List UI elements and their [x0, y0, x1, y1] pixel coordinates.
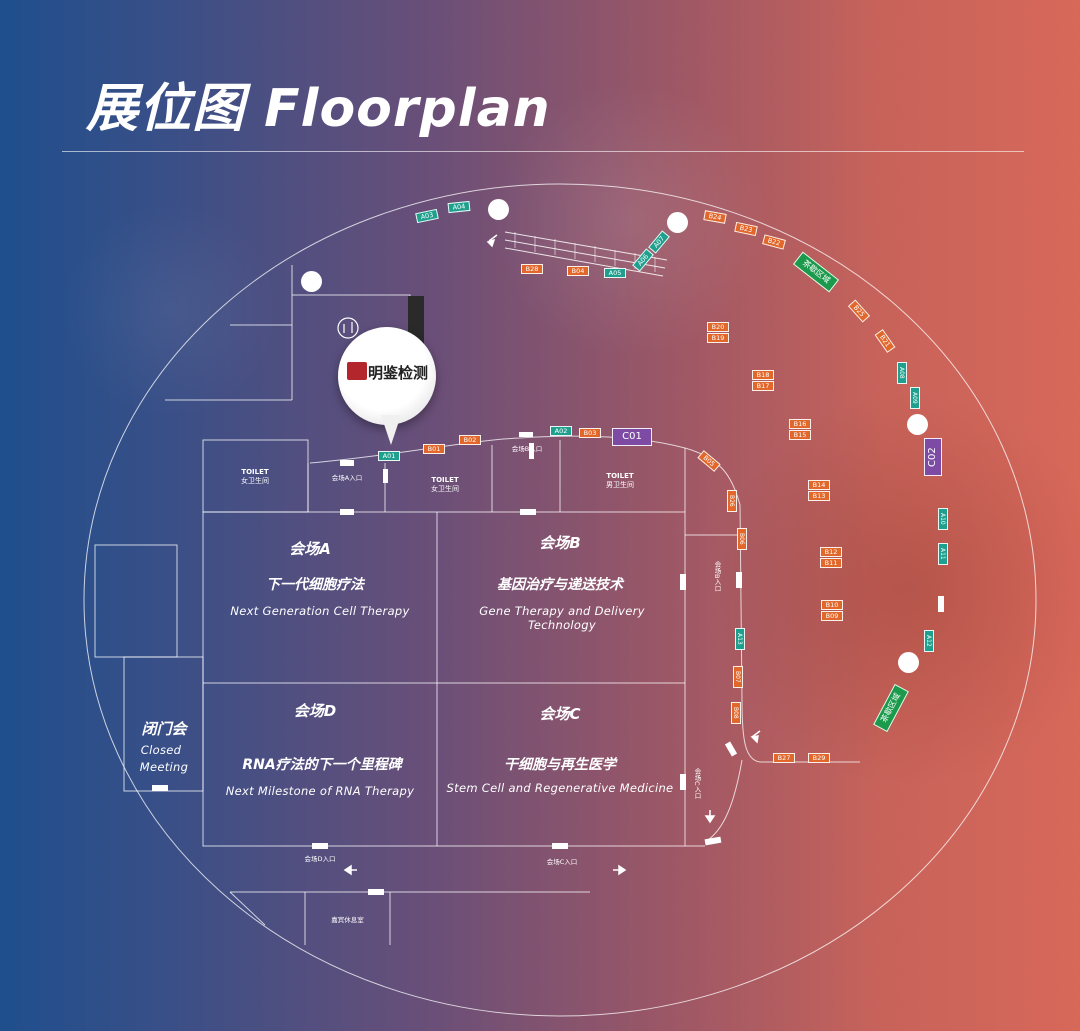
toilet-sign: TOILET 女卫生间: [415, 476, 475, 494]
booth-a10[interactable]: A10: [938, 508, 948, 530]
hall-c-topic: 干细胞与再生医学: [504, 757, 616, 773]
toilet-label: TOILET: [241, 468, 269, 476]
hall-c-name: 会场C: [539, 705, 581, 723]
door: [383, 469, 388, 483]
hall-b-topic: 基因治疗与递送技术: [497, 577, 623, 593]
door: [312, 843, 328, 849]
toilet-sign: TOILET 女卫生间: [225, 468, 285, 486]
booth-b09[interactable]: B09: [821, 611, 843, 621]
door: [368, 889, 384, 895]
column-marker: [301, 271, 322, 292]
hall-d-topic-en: Next Milestone of RNA Therapy: [225, 784, 415, 798]
booth-b10[interactable]: B10: [821, 600, 843, 610]
entrance-b-side-label: 会场B入口: [713, 561, 721, 592]
booth-b17[interactable]: B17: [752, 381, 774, 391]
toilet-type: 女卫生间: [431, 485, 459, 493]
arrow-icon: [704, 810, 716, 824]
arrow-icon: [613, 864, 627, 876]
door: [152, 785, 168, 791]
elevator-icon: [337, 317, 359, 339]
column-marker: [898, 652, 919, 673]
hall-d-name: 会场D: [293, 702, 337, 720]
door: [340, 460, 354, 466]
toilet-type: 男卫生间: [606, 481, 634, 489]
stair-block: [408, 296, 424, 344]
hall-d-topic: RNA疗法的下一个里程碑: [242, 757, 402, 773]
arrow-icon: [343, 864, 357, 876]
booth-a11[interactable]: A11: [938, 543, 948, 565]
door: [340, 509, 354, 515]
door: [552, 843, 568, 849]
inner-corridor: [704, 759, 743, 843]
column-marker: [667, 212, 688, 233]
booth-b19[interactable]: B19: [707, 333, 729, 343]
booth-b12[interactable]: B12: [820, 547, 842, 557]
booth-b11[interactable]: B11: [820, 558, 842, 568]
booth-c02[interactable]: C02: [924, 438, 942, 476]
closed-meeting-en-line2: Meeting: [139, 760, 189, 774]
hall-c-topic-en: Stem Cell and Regenerative Medicine: [446, 781, 674, 795]
booth-b07[interactable]: B07: [733, 666, 743, 688]
hall-b-topic-en: Gene Therapy and Delivery Technology: [479, 604, 645, 632]
title-divider: [62, 151, 1024, 152]
door: [520, 509, 536, 515]
column-marker: [488, 199, 509, 220]
booth-b18[interactable]: B18: [752, 370, 774, 380]
booth-a02[interactable]: A02: [550, 426, 572, 436]
booth-a01[interactable]: A01: [378, 451, 400, 461]
page-title: 展位图 Floorplan: [86, 79, 551, 139]
hall-b-name: 会场B: [539, 534, 581, 552]
booth-b03[interactable]: B03: [579, 428, 601, 438]
entrance-c-side-label: 会场C入口: [693, 768, 701, 799]
door: [736, 572, 742, 588]
booth-b27[interactable]: B27: [773, 753, 795, 763]
exhibitor-logo-icon: [347, 362, 367, 380]
entrance-c-label: 会场C入口: [546, 858, 578, 866]
booth-a05[interactable]: A05: [604, 268, 626, 278]
closed-meeting-title: 闭门会: [141, 720, 187, 738]
door: [680, 574, 686, 590]
booth-a13[interactable]: A13: [735, 628, 745, 650]
hall-a-name: 会场A: [289, 540, 331, 558]
entrance-d-label: 会场D入口: [304, 855, 336, 863]
booth-b29[interactable]: B29: [808, 753, 830, 763]
booth-b16[interactable]: B16: [789, 419, 811, 429]
booth-b26[interactable]: B26: [727, 490, 737, 512]
door: [938, 596, 944, 612]
column-marker: [907, 414, 928, 435]
toilet-label: TOILET: [431, 476, 459, 484]
closed-meeting-en-line1: Closed: [140, 743, 182, 757]
door: [680, 774, 686, 790]
toilet-label: TOILET: [606, 472, 634, 480]
booth-b06[interactable]: B06: [737, 528, 747, 550]
hall-a-topic-en: Next Generation Cell Therapy: [230, 604, 410, 618]
booth-c01[interactable]: C01: [612, 428, 652, 446]
arrow-icon: [486, 234, 498, 248]
booth-a09[interactable]: A09: [910, 387, 920, 409]
booth-a08[interactable]: A08: [897, 362, 907, 384]
arrow-icon: [750, 730, 761, 744]
door: [519, 432, 533, 437]
venue-outline: [83, 183, 1037, 1017]
booth-b28[interactable]: B28: [521, 264, 543, 274]
booth-b15[interactable]: B15: [789, 430, 811, 440]
booth-b01[interactable]: B01: [423, 444, 445, 454]
booth-b13[interactable]: B13: [808, 491, 830, 501]
exhibitor-pin-pointer: [381, 415, 401, 445]
booth-b08[interactable]: B08: [731, 702, 741, 724]
toilet-sign: TOILET 男卫生间: [590, 472, 650, 490]
entrance-a-label: 会场A入口: [331, 474, 363, 482]
vip-room-label: 嘉宾休息室: [331, 916, 364, 924]
booth-b02[interactable]: B02: [459, 435, 481, 445]
booth-b20[interactable]: B20: [707, 322, 729, 332]
toilet-type: 女卫生间: [241, 477, 269, 485]
booth-b04[interactable]: B04: [567, 266, 589, 276]
hall-a-topic: 下一代细胞疗法: [266, 577, 364, 593]
door: [529, 443, 534, 459]
entrance-b-label: 会场B入口: [511, 445, 543, 453]
exhibitor-name: 明鉴检测: [368, 364, 429, 382]
booth-a12[interactable]: A12: [924, 630, 934, 652]
booth-b14[interactable]: B14: [808, 480, 830, 490]
